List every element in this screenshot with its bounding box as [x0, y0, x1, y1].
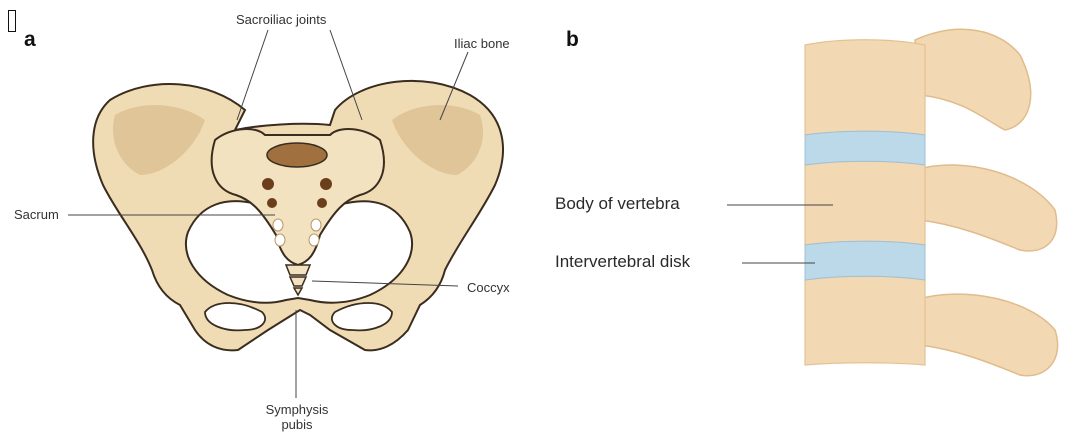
label-coccyx: Coccyx: [467, 280, 510, 295]
spine-diagram: [727, 29, 1058, 375]
sacral-base: [267, 143, 327, 167]
label-intervertebral-disk: Intervertebral disk: [555, 252, 690, 272]
label-symphysis-line2: pubis: [262, 417, 332, 432]
label-iliac-bone: Iliac bone: [454, 36, 510, 51]
label-sacroiliac-joints: Sacroiliac joints: [236, 12, 326, 27]
label-symphysis-line1: Symphysis: [262, 402, 332, 417]
label-sacrum: Sacrum: [14, 207, 59, 222]
vertebral-bodies: [805, 40, 925, 365]
label-body-of-vertebra: Body of vertebra: [555, 194, 680, 214]
spinous-processes: [915, 29, 1058, 375]
label-symphysis: Symphysis pubis: [262, 402, 332, 432]
pelvis-diagram: [68, 30, 503, 398]
